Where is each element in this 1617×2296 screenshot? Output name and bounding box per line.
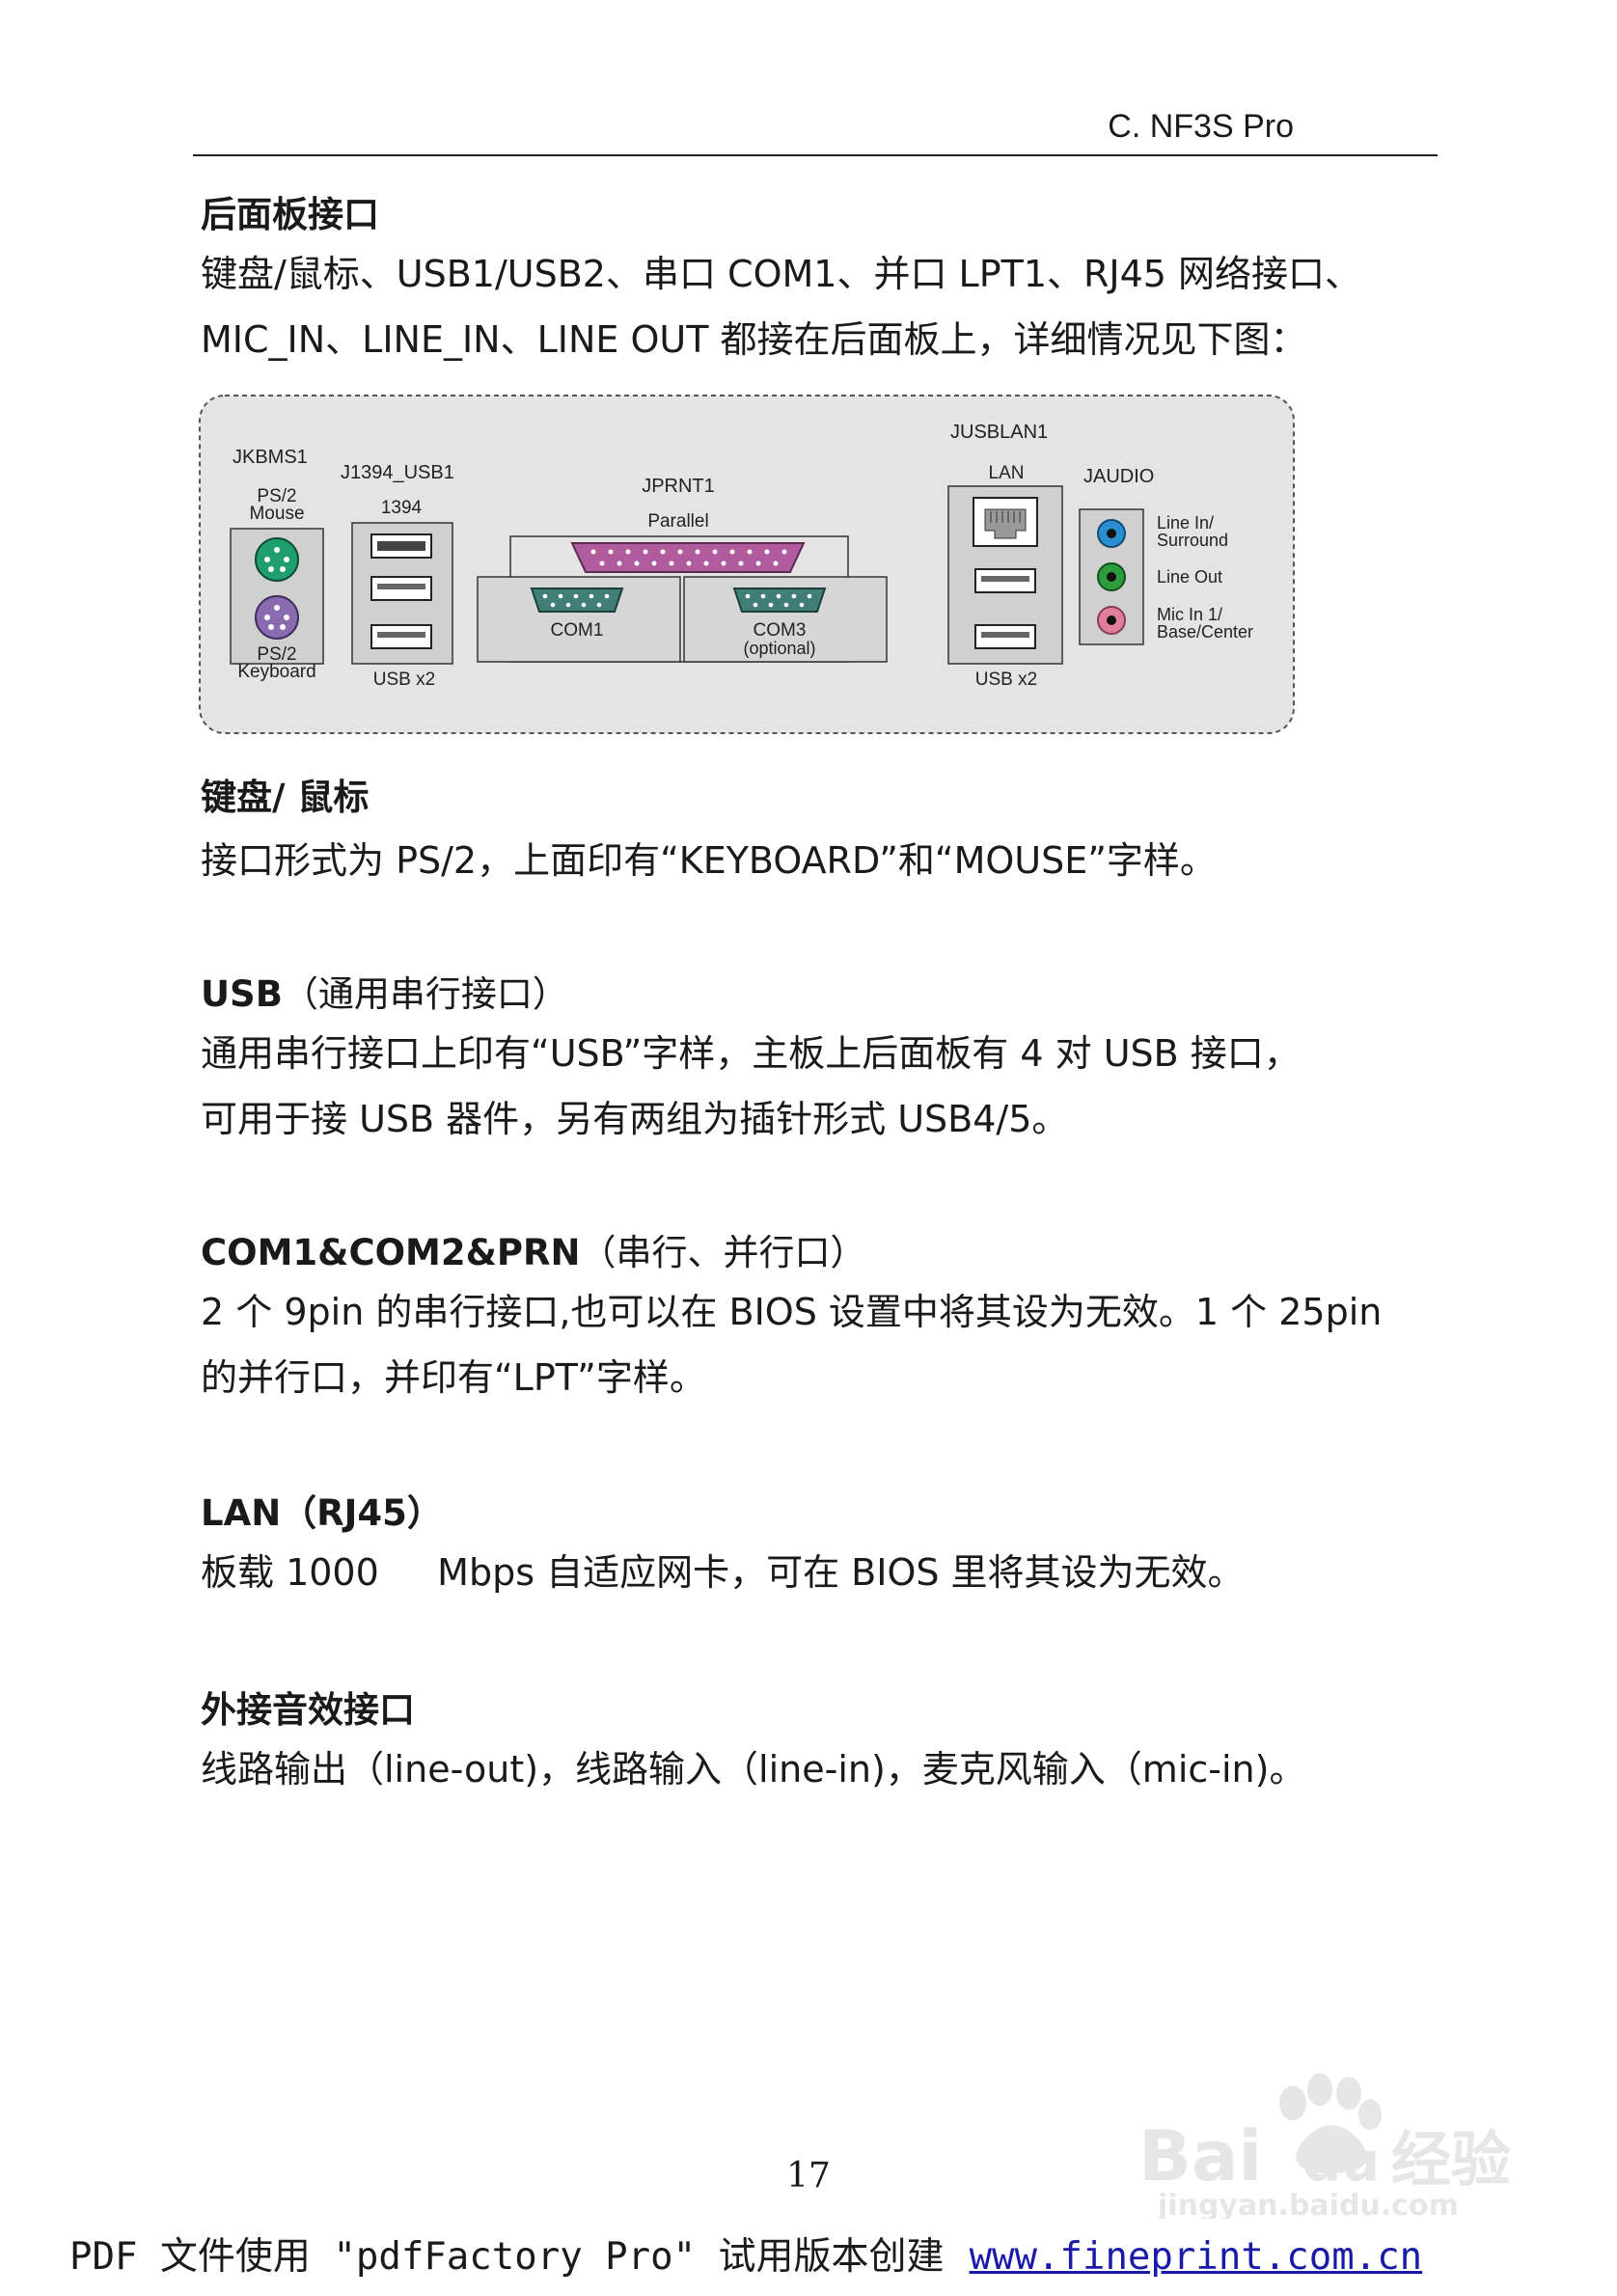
com3-port-icon <box>732 588 827 613</box>
section-com-title: COM1&COM2&PRN <box>201 1232 581 1273</box>
section-com-title-note: （串行、并行口） <box>580 1232 866 1273</box>
section-lan-body: 板载 1000 Mbps 自适应网卡，可在 BIOS 里将其设为无效。 <box>201 1551 1245 1594</box>
pdf-footer: PDF 文件使用 "pdfFactory Pro" 试用版本创建 www.fine… <box>69 2227 1422 2281</box>
section-usb-title: USB <box>201 973 283 1015</box>
section-kb-body: 接口形式为 PS/2，上面印有“KEYBOARD”和“MOUSE”字样。 <box>201 839 1217 882</box>
back-panel-diagram: JKBMS1 PS/2 Mouse PS/2 Keyboard J1394_US… <box>199 395 1295 734</box>
lan-label: LAN <box>989 463 1025 483</box>
j1394-usb1-label: J1394_USB1 <box>341 462 454 483</box>
parallel-port-icon <box>570 542 806 573</box>
section-usb-body: 通用串行接口上印有“USB”字样，主板上后面板有 4 对 USB 接口， 可用于… <box>201 1032 1301 1140</box>
line-out-label: Line Out <box>1157 567 1222 587</box>
baidu-watermark: Bai du 经验 jingyan.baidu.com <box>1138 2073 1511 2219</box>
section-com-body: 2 个 9pin 的串行接口,也可以在 BIOS 设置中将其设为无效。1 个 2… <box>201 1291 1383 1399</box>
page-number: 17 <box>786 2156 831 2196</box>
jkbms1-label: JKBMS1 <box>233 447 308 468</box>
watermark-brand-cn: 经验 <box>1391 2124 1511 2195</box>
ps2-mouse-port-icon <box>255 537 299 582</box>
ps2-mouse-label-2: Mouse <box>249 504 304 524</box>
com1-label: COM1 <box>551 620 604 641</box>
header-title: C. NF3S Pro <box>1108 108 1294 145</box>
jaudio-label: JAUDIO <box>1083 466 1154 487</box>
section-rear-title: 后面板接口 <box>201 194 379 235</box>
section-lan-title: LAN（RJ45） <box>201 1492 443 1534</box>
com1-port-icon <box>530 588 624 613</box>
jprnt1-label: JPRNT1 <box>642 476 715 497</box>
ps2-mouse-label-1: PS/2 <box>257 486 296 506</box>
ps2-keyboard-port-icon <box>255 595 299 640</box>
usb-x2-left-label: USB x2 <box>373 670 435 690</box>
section-audio-body: 线路输出（line-out)，线路输入（line-in)，麦克风输入（mic-i… <box>201 1748 1306 1790</box>
watermark-brand-2: du <box>1302 2131 1380 2194</box>
mic-in-label-1: Mic In 1/ <box>1157 605 1222 624</box>
section-rear-body: 键盘/鼠标、USB1/USB2、串口 COM1、并口 LPT1、RJ45 网络接… <box>201 253 1362 361</box>
com3-label: COM3 <box>754 620 807 641</box>
parallel-label: Parallel <box>647 511 708 532</box>
section-kb-title: 键盘/ 鼠标 <box>201 777 370 818</box>
mic-in-label-2: Base/Center <box>1157 622 1253 642</box>
section-usb-title-note: （通用串行接口） <box>282 973 568 1015</box>
footer-link[interactable]: www.fineprint.com.cn <box>969 2235 1423 2279</box>
section-com-heading: COM1&COM2&PRN（串行、并行口） <box>201 1223 865 1275</box>
paw-icon <box>1279 2073 1382 2173</box>
watermark-url: jingyan.baidu.com <box>1157 2189 1459 2219</box>
com3-note: (optional) <box>743 639 815 658</box>
port-1394-label: 1394 <box>381 498 423 518</box>
section-audio-title: 外接音效接口 <box>201 1689 415 1731</box>
ps2-keyboard-label-1: PS/2 <box>257 644 296 665</box>
ps2-keyboard-label-2: Keyboard <box>237 662 315 682</box>
jusblan1-label: JUSBLAN1 <box>950 422 1048 443</box>
line-in-label-1: Line In/ <box>1157 513 1214 533</box>
line-in-label-2: Surround <box>1157 531 1228 550</box>
watermark-brand: Bai <box>1138 2116 1262 2197</box>
usb-x2-right-label: USB x2 <box>975 670 1037 690</box>
header-rule <box>193 154 1438 156</box>
section-usb-heading: USB（通用串行接口） <box>201 965 568 1017</box>
footer-text: PDF 文件使用 "pdfFactory Pro" 试用版本创建 <box>69 2235 945 2279</box>
